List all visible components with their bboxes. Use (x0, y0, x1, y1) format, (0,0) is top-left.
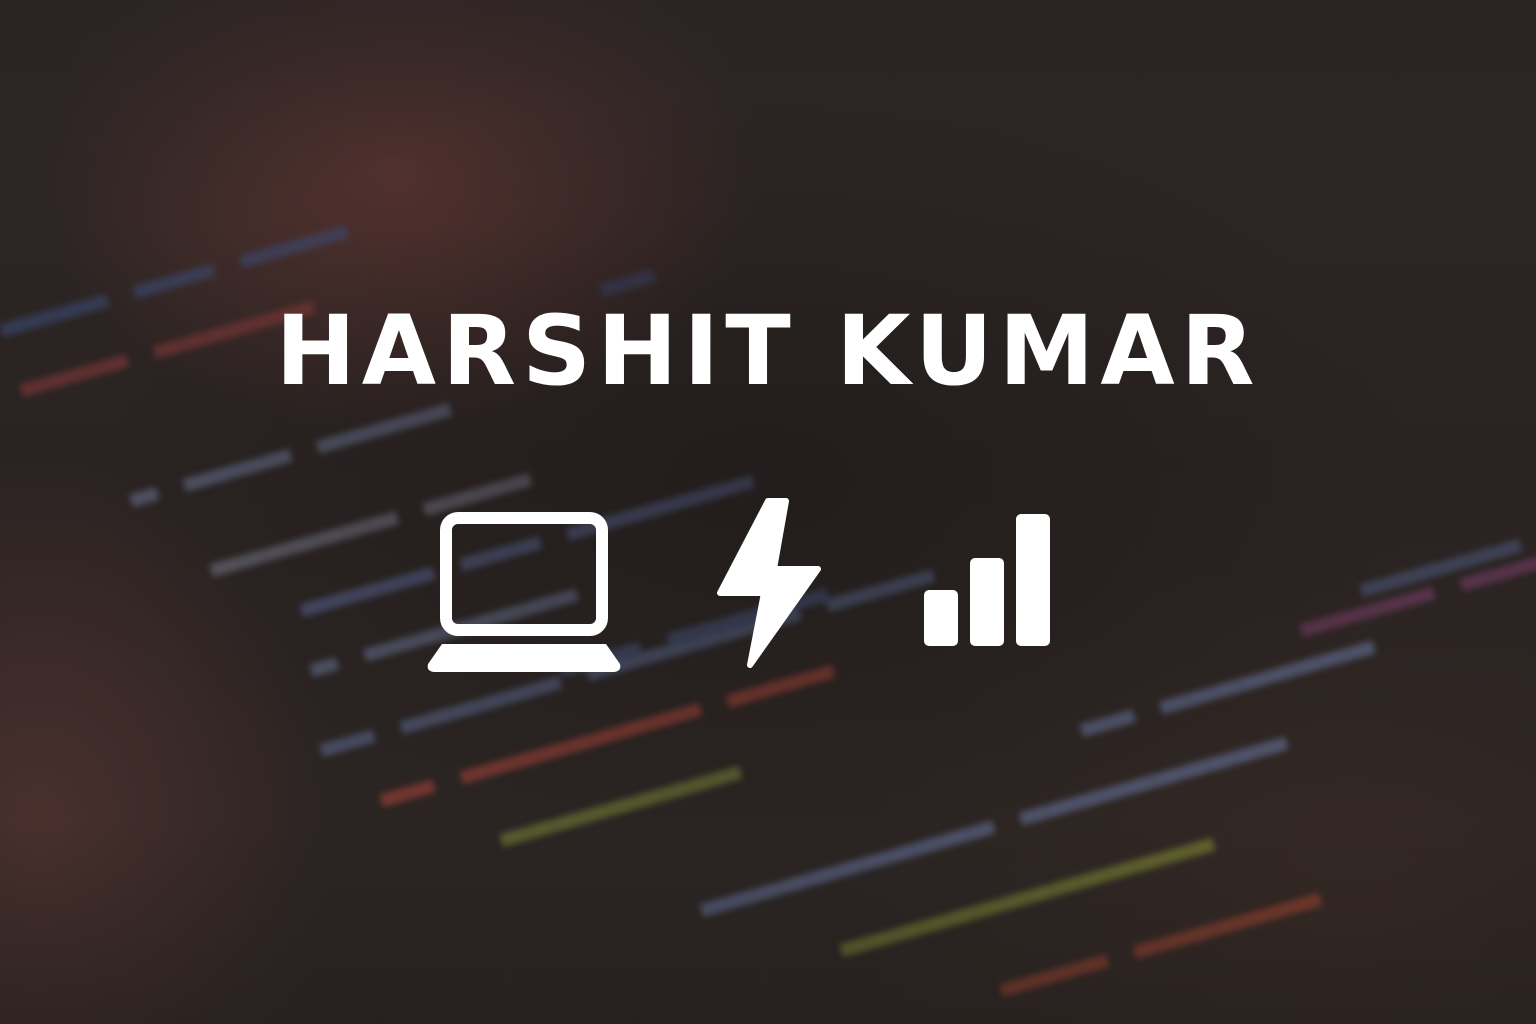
lightning-bolt-icon (712, 497, 824, 669)
signal-bars-icon (922, 512, 1052, 648)
laptop-icon (426, 512, 622, 674)
page-title: HARSHIT KUMAR (275, 295, 1261, 407)
